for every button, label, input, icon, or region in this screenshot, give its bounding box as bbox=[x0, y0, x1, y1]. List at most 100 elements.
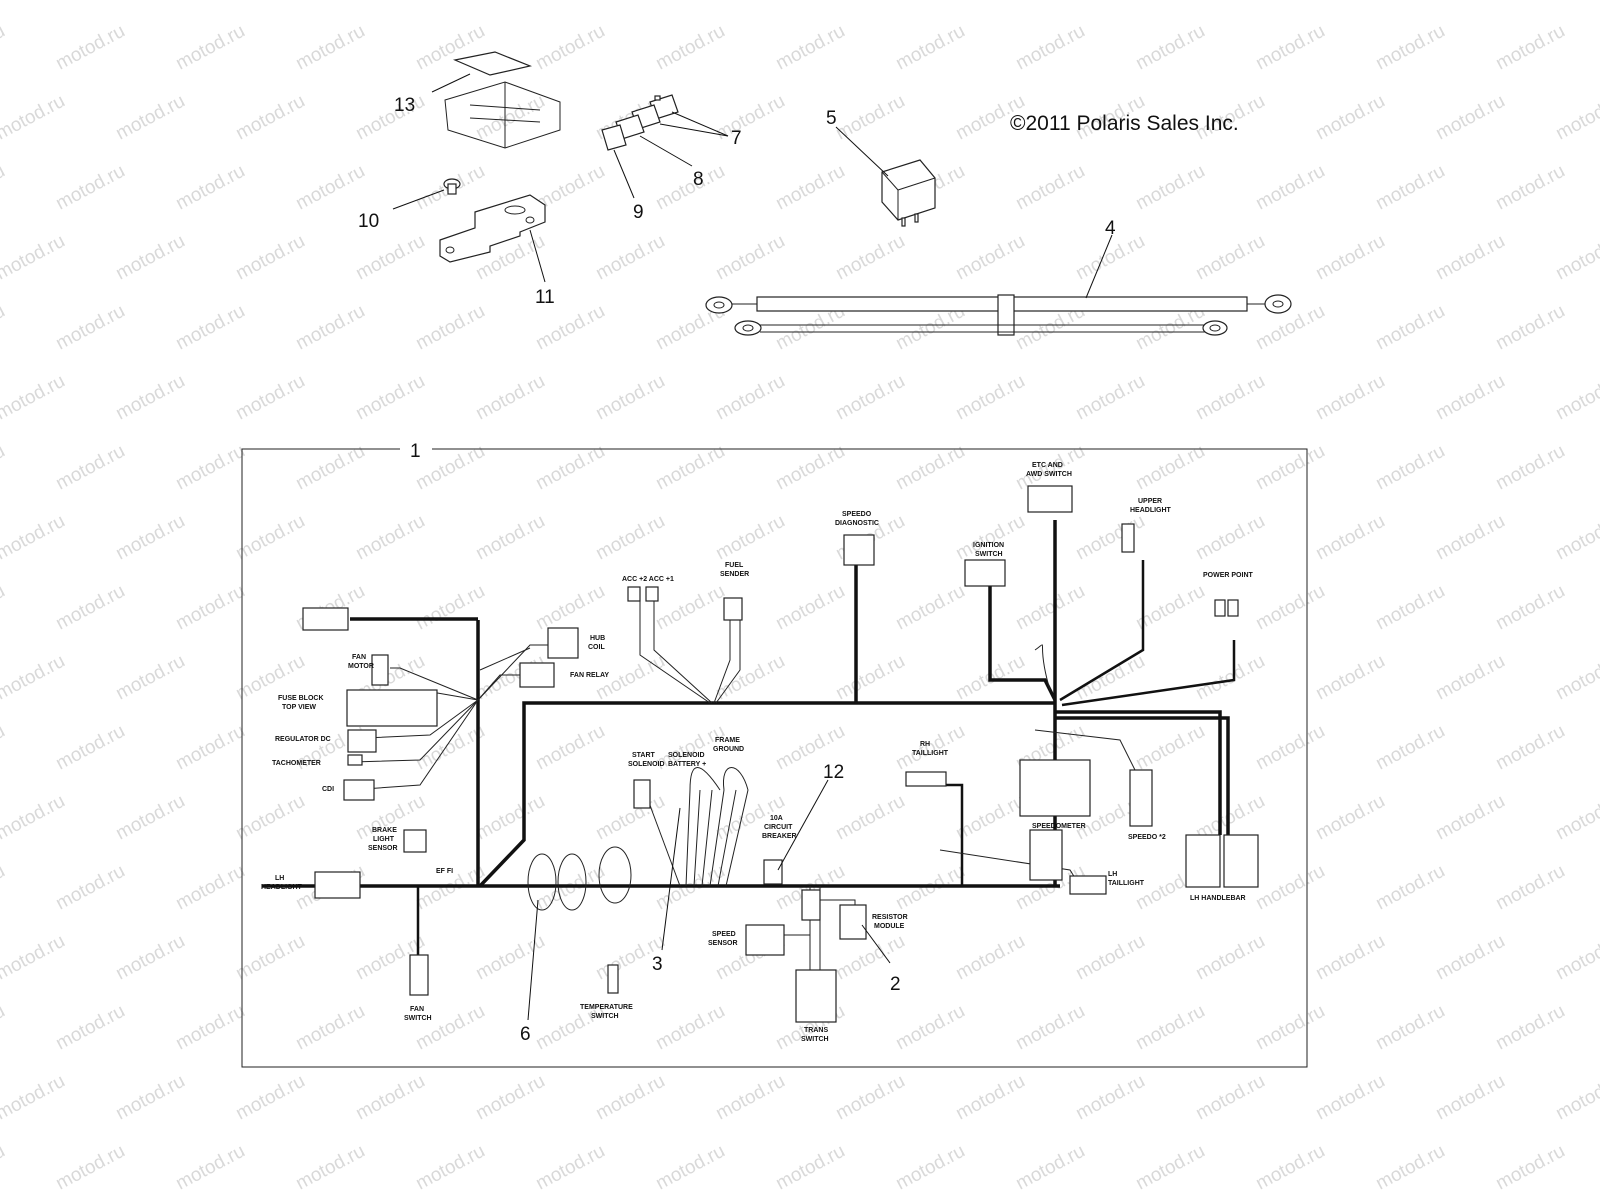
label-start-solenoid-2: SOLENOID bbox=[628, 761, 665, 768]
watermark-text: motod.ru bbox=[1192, 651, 1268, 705]
watermark-text: motod.ru bbox=[0, 1071, 69, 1125]
callout-2: 2 bbox=[890, 974, 901, 995]
watermark-text: motod.ru bbox=[1072, 371, 1148, 425]
label-fan-switch-2: SWITCH bbox=[404, 1015, 432, 1022]
watermark-text: motod.ru bbox=[1552, 91, 1600, 145]
leader-5 bbox=[835, 126, 889, 177]
label-speedo2: SPEEDO *2 bbox=[1128, 834, 1166, 841]
watermark-text: motod.ru bbox=[232, 791, 308, 845]
watermark-text: motod.ru bbox=[832, 231, 908, 285]
label-fuel-sender-1: FUEL bbox=[725, 562, 744, 569]
watermark-text: motod.ru bbox=[352, 371, 428, 425]
watermark-text: motod.ru bbox=[352, 1071, 428, 1125]
label-fan-switch-1: FAN bbox=[410, 1006, 424, 1013]
watermark-text: motod.ru bbox=[52, 1141, 128, 1195]
label-rh-taillight-1: RH bbox=[920, 741, 930, 748]
label-brake-3: SENSOR bbox=[368, 845, 398, 852]
callout-11: 11 bbox=[535, 287, 555, 308]
watermark-text: motod.ru bbox=[472, 1071, 548, 1125]
watermark-text: motod.ru bbox=[472, 0, 548, 4]
watermark-text: motod.ru bbox=[1432, 91, 1508, 145]
watermark-text: motod.ru bbox=[1192, 1071, 1268, 1125]
watermark-text: motod.ru bbox=[1372, 861, 1448, 915]
label-brake-1: BRAKE bbox=[372, 827, 397, 834]
watermark-text: motod.ru bbox=[1192, 371, 1268, 425]
watermark-text: motod.ru bbox=[0, 861, 9, 915]
watermark-text: motod.ru bbox=[1372, 301, 1448, 355]
leader-6 bbox=[527, 899, 539, 1021]
label-resistor-2: MODULE bbox=[874, 923, 905, 930]
watermark-text: motod.ru bbox=[592, 1071, 668, 1125]
watermark-text: motod.ru bbox=[52, 721, 128, 775]
callout-4: 4 bbox=[1105, 218, 1116, 239]
watermark-text: motod.ru bbox=[412, 301, 488, 355]
copyright-text: ©2011 Polaris Sales Inc. bbox=[1010, 112, 1239, 135]
watermark-text: motod.ru bbox=[412, 1141, 488, 1195]
label-resistor-1: RESISTOR bbox=[872, 914, 908, 921]
watermark-text: motod.ru bbox=[1072, 651, 1148, 705]
label-cdi: CDI bbox=[322, 786, 334, 793]
leader-11 bbox=[529, 229, 546, 283]
watermark-text: motod.ru bbox=[652, 161, 728, 215]
watermark-text: motod.ru bbox=[1552, 371, 1600, 425]
watermark-text: motod.ru bbox=[0, 581, 9, 635]
watermark-text: motod.ru bbox=[112, 371, 188, 425]
label-speedo-diag-1: SPEEDO bbox=[842, 511, 872, 518]
watermark-text: motod.ru bbox=[1372, 21, 1448, 75]
label-efi: EF FI bbox=[436, 868, 453, 875]
label-hub-coil-1: HUB bbox=[590, 635, 605, 642]
watermark-text: motod.ru bbox=[292, 161, 368, 215]
fuse-box-part-13 bbox=[444, 51, 561, 149]
callout-6: 6 bbox=[520, 1024, 531, 1045]
label-fuel-sender-2: SENDER bbox=[720, 571, 749, 578]
watermark-text: motod.ru bbox=[1492, 1141, 1568, 1195]
watermark-text: motod.ru bbox=[0, 721, 9, 775]
label-fan-motor-1: FAN bbox=[352, 654, 366, 661]
watermark-text: motod.ru bbox=[0, 511, 69, 565]
label-fuse-block-2: TOP VIEW bbox=[282, 704, 316, 711]
watermark-text: motod.ru bbox=[292, 1001, 368, 1055]
leader-13 bbox=[431, 73, 471, 93]
watermark-text: motod.ru bbox=[1312, 91, 1388, 145]
leader-8 bbox=[639, 135, 693, 167]
watermark-text: motod.ru bbox=[1012, 1141, 1088, 1195]
watermark-text: motod.ru bbox=[1552, 791, 1600, 845]
watermark-text: motod.ru bbox=[0, 231, 69, 285]
watermark-text: motod.ru bbox=[1432, 511, 1508, 565]
watermark-text: motod.ru bbox=[0, 91, 69, 145]
watermark-text: motod.ru bbox=[1192, 231, 1268, 285]
watermark-text: motod.ru bbox=[1492, 301, 1568, 355]
callout-7: 7 bbox=[731, 128, 742, 149]
watermark-text: motod.ru bbox=[1552, 931, 1600, 985]
watermark-text: motod.ru bbox=[472, 371, 548, 425]
watermark-text: motod.ru bbox=[712, 0, 788, 4]
watermark-text: motod.ru bbox=[1252, 21, 1328, 75]
watermark-text: motod.ru bbox=[52, 1001, 128, 1055]
watermark-text: motod.ru bbox=[1312, 1071, 1388, 1125]
watermark-text: motod.ru bbox=[112, 931, 188, 985]
watermark-text: motod.ru bbox=[712, 91, 788, 145]
watermark-text: motod.ru bbox=[292, 21, 368, 75]
watermark-text: motod.ru bbox=[712, 1071, 788, 1125]
label-etc-switch-1: ETC AND bbox=[1032, 462, 1063, 469]
watermark-text: motod.ru bbox=[1252, 161, 1328, 215]
watermark-text: motod.ru bbox=[1432, 231, 1508, 285]
leader-2 bbox=[861, 924, 891, 964]
callout-13: 13 bbox=[394, 95, 415, 116]
callout-3: 3 bbox=[652, 954, 663, 975]
watermark-text: motod.ru bbox=[1312, 371, 1388, 425]
label-frame-ground-2: GROUND bbox=[713, 746, 744, 753]
watermark-text: motod.ru bbox=[1492, 861, 1568, 915]
watermark-text: motod.ru bbox=[1492, 21, 1568, 75]
watermark-text: motod.ru bbox=[592, 231, 668, 285]
watermark-text: motod.ru bbox=[1252, 581, 1328, 635]
callout-5: 5 bbox=[826, 108, 837, 129]
harness-branches bbox=[349, 598, 1136, 980]
label-lh-taillight-1: LH bbox=[1108, 871, 1117, 878]
watermark-text: motod.ru bbox=[1012, 1001, 1088, 1055]
leader-12 bbox=[777, 779, 829, 871]
watermark-text: motod.ru bbox=[1012, 161, 1088, 215]
watermark-text: motod.ru bbox=[112, 651, 188, 705]
watermark-text: motod.ru bbox=[1312, 511, 1388, 565]
watermark-text: motod.ru bbox=[832, 651, 908, 705]
